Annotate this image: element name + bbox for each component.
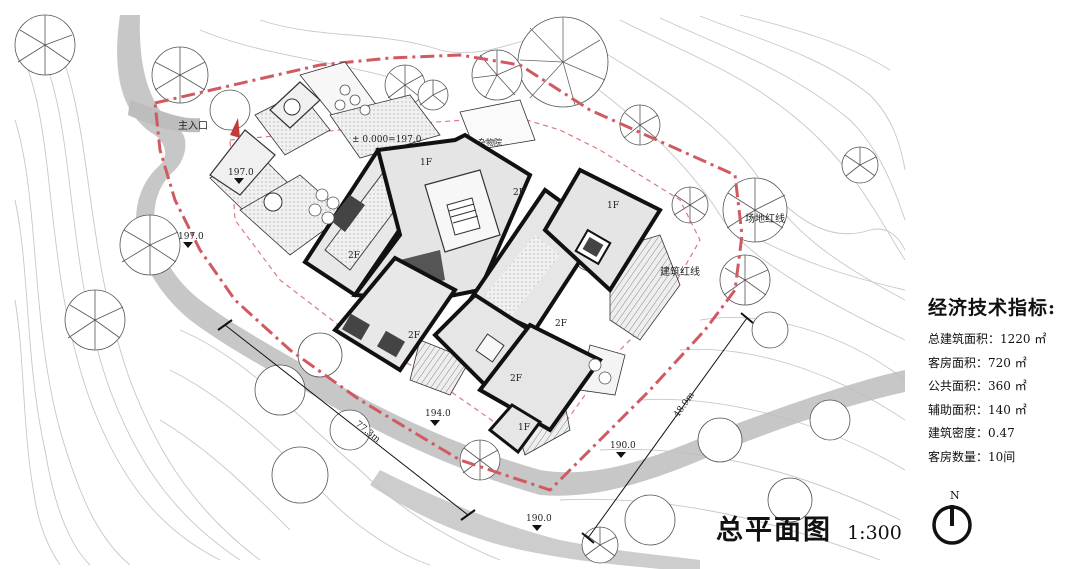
dimension-lines (217, 312, 754, 544)
indicator-guestroom-area: 客房面积：720 ㎡ (928, 355, 1027, 370)
tree-3 (151, 46, 209, 104)
tree-5 (119, 214, 181, 276)
building-block-c (331, 255, 458, 373)
plan-title-scale: 1:300 (847, 522, 902, 544)
tree-12 (581, 526, 619, 564)
floor-tag: 2F (408, 331, 420, 341)
level-zero-label: ± 0.000=197.0 (352, 135, 422, 145)
entrance-arrow-icon (230, 118, 240, 138)
tech-indicators-title: 经济技术指标: (928, 297, 1057, 319)
floor-tag: 1F (518, 423, 530, 433)
tree-14 (384, 64, 426, 106)
north-arrow-icon: N (932, 489, 972, 545)
tree-23 (767, 477, 813, 523)
plan-title: 总平面图 1:300 (716, 508, 902, 547)
tree-17 (254, 364, 306, 416)
plan-labels: 主入口 ± 0.000=197.0 杂物院 场地红线 建筑红线 77.3m 48… (178, 120, 785, 524)
tech-indicators-panel: 经济技术指标: 总建筑面积：1220 ㎡ 客房面积：720 ㎡ 公共面积：360… (928, 293, 1078, 470)
elevation-label: 194.0 (425, 409, 451, 419)
building-block-e (542, 167, 663, 294)
tree-6 (64, 289, 126, 351)
elevation-markers (183, 178, 626, 531)
building-redline-label: 建筑红线 (660, 265, 700, 278)
elevation-label: 190.0 (526, 514, 552, 524)
plan-title-name: 总平面图 (716, 515, 832, 546)
tree-4 (14, 14, 76, 76)
floor-tag: 2F (555, 319, 567, 329)
elevation-label: 197.0 (228, 168, 254, 178)
tree-21 (697, 417, 743, 463)
contour-lines (14, 14, 906, 566)
tree-15 (417, 79, 449, 111)
terrace-circles (308, 84, 612, 385)
tree-1 (517, 16, 609, 108)
site-redline-label: 场地红线 (745, 212, 785, 225)
floor-tag: 2F (510, 374, 522, 384)
tree-19 (271, 446, 329, 504)
building-block-h (487, 403, 543, 455)
tree-9 (841, 146, 879, 184)
tree-13 (459, 439, 501, 481)
elevation-label: 197.0 (178, 232, 204, 242)
floor-tag: 2F (513, 188, 525, 198)
indicator-public-area: 公共面积：360 ㎡ (928, 379, 1027, 394)
tree-8 (671, 186, 709, 224)
floor-tag: 1F (607, 201, 619, 211)
tree-7 (722, 177, 788, 243)
tree-20 (751, 311, 789, 349)
indicator-auxiliary-area: 辅助面积：140 ㎡ (928, 402, 1027, 417)
indicator-density: 建筑密度：0.47 (928, 426, 1015, 441)
main-entrance-label: 主入口 (178, 120, 208, 132)
floor-tag: 1F (420, 158, 432, 168)
road-south (370, 470, 700, 569)
indicator-room-count: 客房数量：10间 (928, 449, 1016, 464)
road-entrance (128, 100, 200, 133)
north-label: N (950, 489, 960, 502)
indicator-total-area: 总建筑面积：1220 ㎡ (928, 332, 1047, 346)
dim-short-label: 48.9m (672, 390, 697, 420)
tree-24 (624, 494, 676, 546)
buildings (209, 81, 663, 455)
elevation-label: 190.0 (610, 441, 636, 451)
tree-25 (209, 89, 251, 131)
tree-22 (809, 399, 851, 441)
tree-18 (329, 409, 371, 451)
floor-tag: 2F (348, 251, 360, 261)
sundries-yard-label: 杂物院 (478, 137, 502, 147)
building-small-west (209, 81, 321, 212)
